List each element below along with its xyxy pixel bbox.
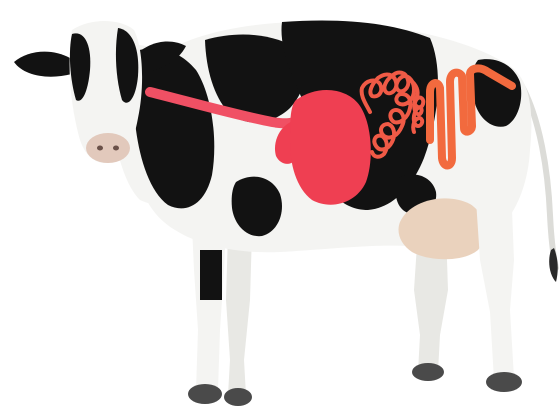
cow-hoof-hind-far xyxy=(412,363,444,381)
cow-tail-tip xyxy=(549,248,558,282)
cow-leg-front-near-patch xyxy=(200,250,222,300)
cow-muzzle xyxy=(86,133,130,163)
cow-leg-front-far xyxy=(226,232,252,395)
cow-leg-hind-near xyxy=(476,200,514,380)
cow-nostril-right xyxy=(113,146,119,151)
cow-hoof-hind-near xyxy=(486,372,522,392)
rumen xyxy=(290,90,371,205)
cow-hoof-front-far xyxy=(224,388,252,406)
cow-hoof-front-near xyxy=(188,384,222,404)
cow-nostril-left xyxy=(97,146,103,151)
cow-ear-left xyxy=(14,52,72,77)
